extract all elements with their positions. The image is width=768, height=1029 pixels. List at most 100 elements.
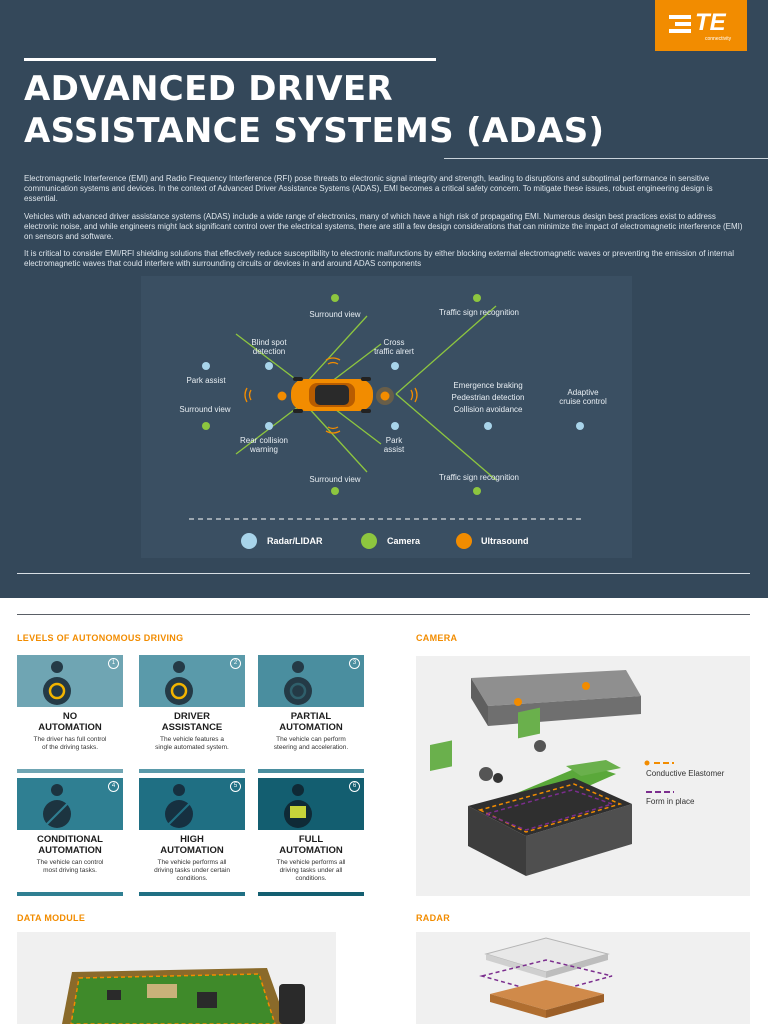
radar-module-view (416, 932, 750, 1024)
radar-dot (202, 362, 210, 370)
level-bar (258, 892, 364, 896)
legend-conductive-elastomer: Conductive Elastomer (646, 769, 725, 778)
level-5-image: 5 (139, 778, 245, 830)
page-title: ADVANCED DRIVER ASSISTANCE SYSTEMS (ADAS… (24, 68, 604, 152)
ultrasound-sensor-dot (380, 391, 390, 401)
driver-icon (165, 661, 193, 705)
level-3-image: 3 (258, 655, 364, 707)
legend-ultrasound-dot (456, 533, 472, 549)
legend-radar-dot (241, 533, 257, 549)
camera-module-illustration (430, 670, 674, 876)
legend-camera-dot (361, 533, 377, 549)
logo-tagline: connectivity (705, 36, 732, 42)
reading-driver-icon (284, 784, 312, 828)
label-traffic-sign-bottom: Traffic sign recognition (438, 473, 520, 482)
level-name: PARTIAL AUTOMATION (279, 711, 343, 733)
level-number-badge: 1 (108, 658, 119, 669)
driver-icon (43, 784, 71, 828)
label-cross-traffic: Cross traffic alrert (374, 338, 414, 356)
level-description: The driver has full control of the drivi… (33, 736, 107, 751)
legend-radar-label: Radar/LIDAR (267, 536, 323, 546)
camera-exploded-view: Conductive Elastomer Form in place (416, 656, 750, 896)
ultrasound-wave-icon (325, 430, 341, 434)
ultrasound-wave-icon (244, 387, 248, 403)
level-bar (258, 769, 364, 773)
level-description: The vehicle features a single automated … (155, 736, 229, 751)
label-emergence-braking: Emergence braking Pedestrian detection C… (451, 381, 525, 414)
level-card-6: 6 FULL AUTOMATION The vehicle performs a… (258, 778, 364, 896)
level-card-1: 1 NO AUTOMATION The driver has full cont… (17, 655, 123, 773)
data-module-view (17, 932, 336, 1025)
level-number-badge: 4 (108, 781, 119, 792)
level-card-2: 2 DRIVER ASSISTANCE The vehicle features… (139, 655, 245, 773)
camera-dot (331, 294, 339, 302)
ultrasound-sensor-dot (277, 391, 287, 401)
intro-paragraph-2: Vehicles with advanced driver assistance… (24, 212, 743, 241)
radar-dot (391, 422, 399, 430)
label-traffic-sign-top: Traffic sign recognition (438, 308, 520, 317)
level-number-badge: 3 (349, 658, 360, 669)
car-icon (291, 377, 373, 413)
label-adaptive-cruise: Adaptive cruise control (559, 388, 607, 406)
data-module-heading: DATA MODULE (17, 913, 86, 923)
intro-paragraph-1: Electromagnetic Interference (EMI) and R… (24, 174, 713, 203)
logo-text: TE (695, 9, 726, 36)
conductive-elastomer-dot (644, 760, 650, 766)
radar-dot (391, 362, 399, 370)
sensor-coverage-graphic (189, 294, 584, 549)
label-park-assist-left: Park assist (186, 376, 226, 385)
legend-form-in-place: Form in place (646, 797, 695, 806)
camera-dot (331, 487, 339, 495)
level-6-image: 6 (258, 778, 364, 830)
coverage-line (395, 305, 497, 395)
level-bar (139, 769, 245, 773)
radar-dot (265, 422, 273, 430)
ultrasound-wave-icon (414, 387, 418, 403)
level-bar (139, 892, 245, 896)
label-surround-view-top: Surround view (309, 310, 361, 319)
divider-line (444, 158, 768, 159)
radar-dot (484, 422, 492, 430)
camera-dot (473, 294, 481, 302)
title-line-1: ADVANCED DRIVER (24, 69, 393, 109)
radar-module-illustration (479, 937, 613, 1018)
level-number-badge: 2 (230, 658, 241, 669)
level-card-3: 3 PARTIAL AUTOMATION The vehicle can per… (258, 655, 364, 773)
ultrasound-wave-icon (325, 357, 341, 361)
level-name: NO AUTOMATION (38, 711, 102, 733)
levels-heading: LEVELS OF AUTONOMOUS DRIVING (17, 633, 184, 643)
te-logo[interactable]: TE connectivity (655, 0, 747, 51)
level-name: HIGH AUTOMATION (160, 834, 224, 856)
level-description: The vehicle can control most driving tas… (36, 859, 104, 874)
section-separator (17, 614, 750, 615)
data-module-illustration (62, 968, 305, 1025)
camera-heading: CAMERA (416, 633, 458, 643)
radar-dot (265, 362, 273, 370)
level-card-4: 4 CONDITIONAL AUTOMATION The vehicle can… (17, 778, 123, 896)
label-surround-view-bottom: Surround view (309, 475, 361, 484)
level-4-image: 4 (17, 778, 123, 830)
level-card-5: 5 HIGH AUTOMATION The vehicle performs a… (139, 778, 245, 896)
label-rear-collision: Rear collision warning (239, 436, 289, 454)
level-bar (17, 892, 123, 896)
level-2-image: 2 (139, 655, 245, 707)
level-number-badge: 5 (230, 781, 241, 792)
label-surround-view-left: Surround view (179, 405, 231, 414)
adas-sensor-diagram: Surround view Traffic sign recognition B… (141, 276, 632, 558)
level-number-badge: 6 (349, 781, 360, 792)
coverage-line (395, 393, 497, 481)
title-line-2: ASSISTANCE SYSTEMS (ADAS) (24, 111, 605, 151)
driver-icon (284, 661, 312, 705)
te-logo-mark-icon (669, 15, 691, 33)
title-rule (24, 58, 436, 61)
driver-icon (165, 784, 193, 828)
camera-dot (202, 422, 210, 430)
level-name: FULL AUTOMATION (279, 834, 343, 856)
label-blind-spot: Blind spot detection (251, 338, 287, 356)
hero-bottom-rule (17, 573, 750, 574)
label-park-assist-right: Park assist (383, 436, 405, 454)
level-bar (17, 769, 123, 773)
level-name: DRIVER ASSISTANCE (161, 711, 223, 733)
level-1-image: 1 (17, 655, 123, 707)
level-description: The vehicle performs all driving tasks u… (154, 859, 230, 882)
